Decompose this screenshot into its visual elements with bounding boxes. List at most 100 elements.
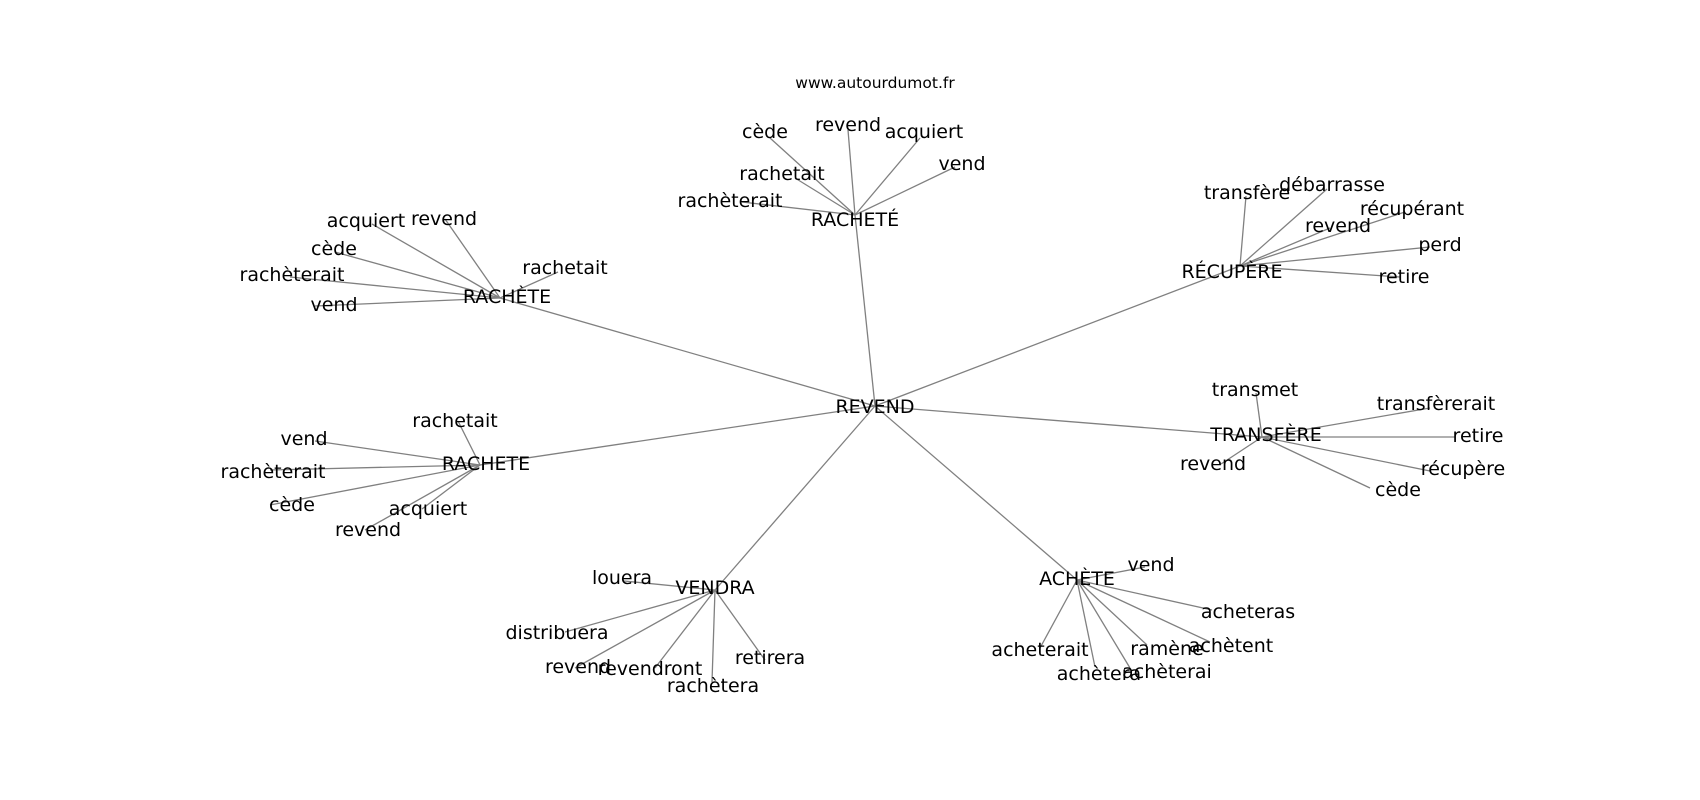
leaf-node: perd [1418, 234, 1461, 256]
edge-hub-to-leaf [769, 137, 856, 216]
edge-hub-to-leaf [1239, 211, 1406, 267]
edge-center-to-hub [874, 405, 1263, 438]
edge-hub-to-leaf [1261, 407, 1431, 438]
leaf-node: achètera [1057, 663, 1141, 685]
edge-hub-to-leaf [1239, 227, 1331, 267]
edge-hub-to-leaf [623, 580, 716, 591]
leaf-node: acquiert [327, 210, 405, 232]
edge-hub-to-leaf [1076, 579, 1211, 643]
edge-hub-to-leaf [1076, 579, 1148, 646]
leaf-node: débarrasse [1279, 174, 1385, 196]
edge-hub-to-leaf [1261, 436, 1431, 472]
site-title: www.autourdumot.fr [795, 74, 955, 92]
leaf-node: revend [1180, 453, 1246, 475]
edge-hub-to-leaf [854, 166, 956, 216]
leaf-node: rachèterait [240, 264, 345, 286]
edge-hub-to-leaf [269, 464, 481, 471]
edge-hub-to-leaf [854, 137, 921, 216]
leaf-node: rachetait [522, 257, 607, 279]
leaf-node: rachètera [667, 675, 759, 697]
edge-hub-to-leaf [741, 201, 856, 216]
leaf-node: acquiert [389, 498, 467, 520]
edge-hub-to-leaf [564, 589, 716, 633]
leaf-node: ramène [1130, 638, 1203, 660]
edge-hub-to-leaf [1239, 188, 1328, 267]
edge-center-to-hub [854, 214, 876, 407]
edge-hub-to-leaf [847, 129, 856, 216]
leaf-node: revend [335, 519, 401, 541]
edge-hub-to-leaf [1076, 579, 1131, 669]
edge-hub-to-leaf [794, 177, 856, 216]
leaf-node: acheterait [991, 639, 1088, 661]
leaf-node: retire [1453, 425, 1504, 447]
edge-hub-to-leaf [371, 223, 501, 299]
leaf-node: cède [269, 494, 315, 516]
edge-hub-to-leaf [269, 464, 481, 506]
hub-node: RÉCUPÈRE [1181, 260, 1282, 283]
leaf-node: retire [1379, 266, 1430, 288]
leaf-node: cède [742, 121, 788, 143]
edge-center-to-hub [874, 405, 1078, 581]
leaf-node: achèterai [1122, 661, 1212, 683]
leaf-node: rachèterait [221, 461, 326, 483]
hub-node: RACHETÉ [811, 208, 899, 231]
edge-hub-to-leaf [1076, 566, 1146, 581]
leaf-node: acheteras [1201, 601, 1295, 623]
edge-hub-to-leaf [1076, 579, 1096, 668]
leaf-node: vend [1127, 554, 1174, 576]
edge-center-to-hub [499, 297, 876, 407]
graph-edges [269, 129, 1455, 683]
leaf-node: récupérant [1360, 198, 1464, 220]
edge-hub-to-leaf [574, 589, 716, 669]
leaf-node: acquiert [885, 121, 963, 143]
leaf-node: récupère [1421, 458, 1505, 480]
edge-hub-to-leaf [1255, 392, 1263, 438]
edge-hub-to-leaf [421, 464, 481, 510]
leaf-node: transfèrerait [1377, 393, 1496, 415]
leaf-node: cède [1375, 479, 1421, 501]
edge-hub-to-leaf [654, 589, 716, 669]
hub-node: TRANSFÈRE [1209, 423, 1321, 446]
leaf-node: vend [280, 428, 327, 450]
leaf-node: cède [311, 238, 357, 260]
leaf-node: revend [1305, 215, 1371, 237]
leaf-node: rachetait [739, 163, 824, 185]
edge-hub-to-leaf [314, 297, 501, 307]
leaf-node: revendront [598, 658, 703, 680]
edge-hub-to-leaf [711, 589, 716, 683]
leaf-node: vend [938, 153, 985, 175]
leaf-node: transmet [1212, 379, 1299, 401]
leaf-node: revend [411, 208, 477, 230]
hub-node: RACHÈTE [463, 285, 551, 308]
leaf-node: louera [592, 567, 652, 589]
edge-hub-to-leaf [1239, 265, 1401, 278]
edge-center-to-hub [714, 405, 876, 591]
edge-hub-to-leaf [289, 276, 501, 299]
edge-center-to-hub [479, 405, 876, 466]
hub-node: ACHÈTE [1039, 567, 1115, 590]
edge-hub-to-leaf [1076, 579, 1213, 611]
leaf-node: rachetait [412, 410, 497, 432]
edge-center-to-hub [874, 265, 1241, 407]
edge-hub-to-leaf [364, 464, 481, 531]
edge-hub-to-leaf [1239, 195, 1247, 267]
edge-hub-to-leaf [499, 271, 559, 299]
edge-hub-to-leaf [1261, 436, 1371, 489]
edge-hub-to-leaf [334, 251, 501, 299]
center-node: REVEND [835, 396, 914, 418]
hub-node: VENDRA [675, 577, 754, 599]
leaf-node: retirera [735, 647, 805, 669]
edge-hub-to-leaf [314, 440, 481, 466]
hub-node: RACHETE [442, 453, 530, 475]
leaf-node: transfère [1204, 182, 1290, 204]
edge-hub-to-leaf [1039, 579, 1078, 649]
leaf-node: vend [310, 294, 357, 316]
leaf-node: rachèterait [678, 190, 783, 212]
edge-hub-to-leaf [457, 420, 481, 466]
leaf-node: achètent [1189, 635, 1273, 657]
edge-hub-to-leaf [444, 218, 501, 299]
edge-hub-to-leaf [1220, 436, 1263, 465]
leaf-node: revend [815, 114, 881, 136]
